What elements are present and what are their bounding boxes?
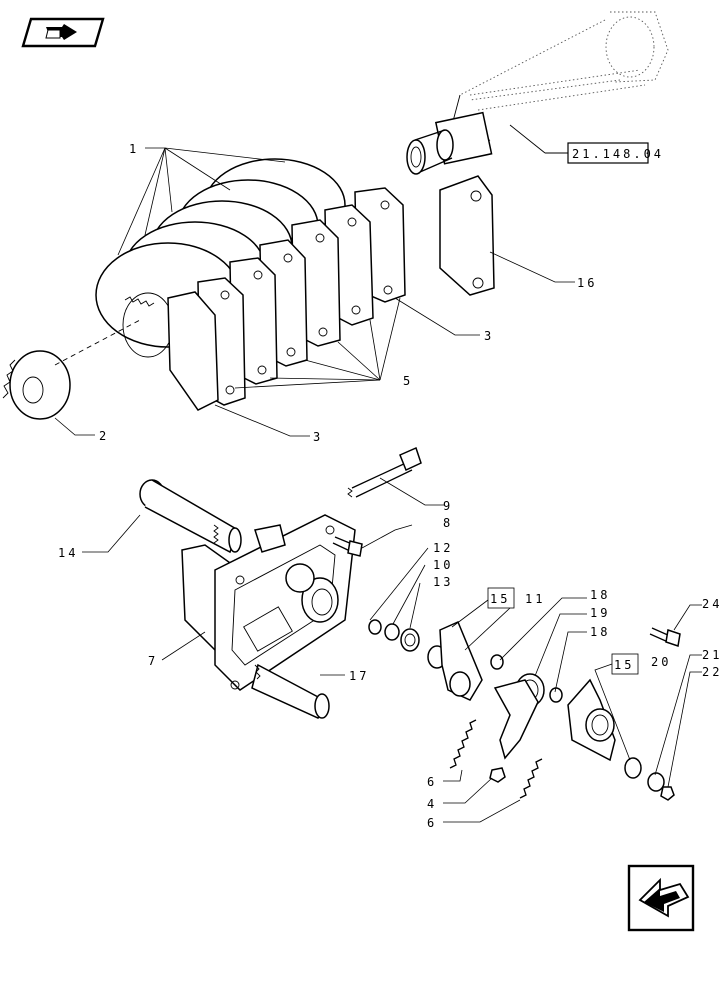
callout-5: 5	[403, 374, 413, 388]
callout-21: 21	[702, 648, 722, 662]
part-16-shape	[439, 175, 495, 296]
callout-3-lower: 3	[313, 430, 323, 444]
callout-20: 20	[651, 655, 671, 669]
previous-page-arrow-icon[interactable]	[627, 864, 695, 932]
callout-4: 4	[427, 797, 437, 811]
nut-4	[489, 767, 506, 783]
callout-1: 1	[129, 142, 139, 156]
bolt-8	[332, 536, 363, 557]
housing-7	[181, 514, 356, 691]
separator-plates	[167, 187, 406, 411]
callout-3-upper: 3	[484, 329, 494, 343]
washer-21	[647, 772, 665, 792]
callout-15-a: 15	[490, 592, 510, 606]
stud-17	[251, 663, 330, 719]
callout-18-b: 18	[590, 625, 610, 639]
callout-15-b: 15	[614, 658, 634, 672]
ring-18b	[549, 687, 563, 703]
callout-13: 13	[433, 575, 453, 589]
callout-17: 17	[349, 669, 369, 683]
bolt-9	[347, 446, 422, 498]
washer-10	[384, 623, 400, 641]
cam-19	[493, 673, 545, 760]
book-arrow-icon[interactable]	[21, 17, 105, 48]
callout-22: 22	[702, 665, 722, 679]
callout-8: 8	[443, 516, 453, 530]
washer-12	[368, 619, 382, 635]
ring-18a	[490, 654, 504, 670]
callout-14: 14	[58, 546, 78, 560]
callout-11: 11	[525, 592, 545, 606]
callout-18-a: 18	[590, 588, 610, 602]
spring-6a	[449, 719, 477, 769]
callout-6-a: 6	[427, 775, 437, 789]
nut-22	[660, 786, 675, 801]
callout-24: 24	[702, 597, 722, 611]
bearing-13	[400, 628, 420, 652]
gear-2	[2, 319, 141, 420]
callout-19: 19	[590, 606, 610, 620]
callout-6-b: 6	[427, 816, 437, 830]
bolt-24	[649, 627, 681, 647]
spring-6b	[519, 758, 543, 799]
callout-9: 9	[443, 499, 453, 513]
leader-lines	[54, 147, 702, 823]
callout-12: 12	[433, 541, 453, 555]
lever-11	[439, 621, 483, 701]
reference-label: 21.148.04	[572, 147, 664, 161]
callout-2: 2	[99, 429, 109, 443]
lever-20	[567, 678, 642, 779]
callout-16: 16	[577, 276, 597, 290]
callout-7: 7	[148, 654, 158, 668]
splined-shaft	[406, 11, 669, 175]
callout-10: 10	[433, 558, 453, 572]
pin-14	[139, 479, 242, 554]
reference-box[interactable]: 21.148.04	[509, 124, 664, 164]
